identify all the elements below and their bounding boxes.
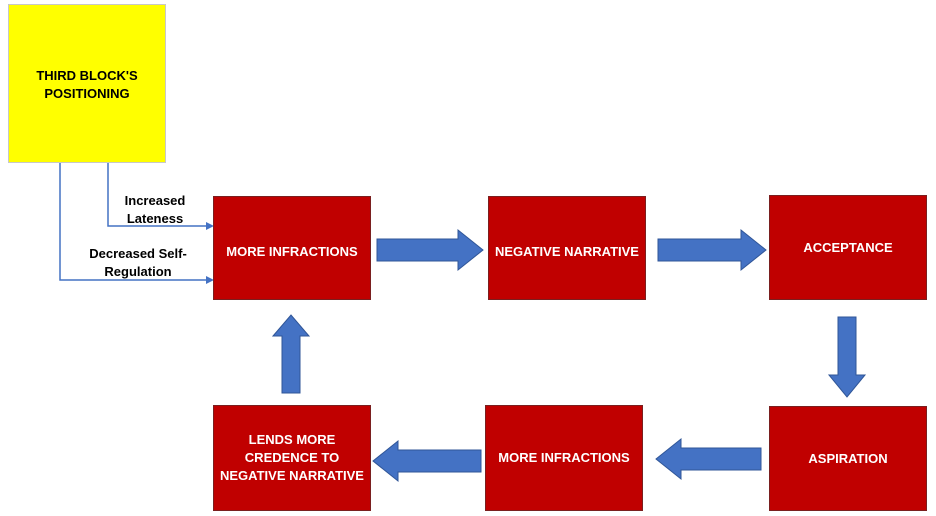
- arrow-up: [271, 314, 311, 394]
- decreased-self-regulation-connector: [59, 163, 208, 281]
- more-infractions-bottom-label: MORE INFRACTIONS: [498, 450, 630, 465]
- aspiration-node: ASPIRATION: [769, 406, 927, 511]
- acceptance-label: ACCEPTANCE: [803, 240, 893, 255]
- arrow-right-2: [657, 228, 767, 272]
- third-block-positioning-box: THIRD BLOCK'S POSITIONING: [8, 4, 166, 163]
- arrow-left-1: [655, 437, 762, 481]
- lends-more-credence-node: LENDS MORE CREDENCE TO NEGATIVE NARRATIV…: [213, 405, 371, 511]
- more-infractions-top-node: MORE INFRACTIONS: [213, 196, 371, 300]
- decreased-self-regulation-label: Decreased Self- Regulation: [89, 246, 187, 279]
- more-infractions-bottom-node: MORE INFRACTIONS: [485, 405, 643, 511]
- arrow-left-2: [372, 439, 482, 483]
- arrow-right-1: [376, 228, 484, 272]
- increased-lateness-connector: [107, 163, 208, 227]
- increased-lateness-label: Increased Lateness: [124, 193, 186, 226]
- increased-lateness-arrowhead: [206, 222, 214, 230]
- arrow-down: [827, 316, 867, 398]
- lends-more-credence-label: LENDS MORE CREDENCE TO NEGATIVE NARRATIV…: [220, 432, 364, 483]
- negative-narrative-label: NEGATIVE NARRATIVE: [495, 244, 639, 259]
- decreased-self-regulation-arrowhead: [206, 276, 214, 284]
- negative-narrative-node: NEGATIVE NARRATIVE: [488, 196, 646, 300]
- more-infractions-top-label: MORE INFRACTIONS: [226, 244, 358, 259]
- third-block-positioning-label: THIRD BLOCK'S POSITIONING: [36, 68, 138, 101]
- acceptance-node: ACCEPTANCE: [769, 195, 927, 300]
- aspiration-label: ASPIRATION: [808, 451, 888, 466]
